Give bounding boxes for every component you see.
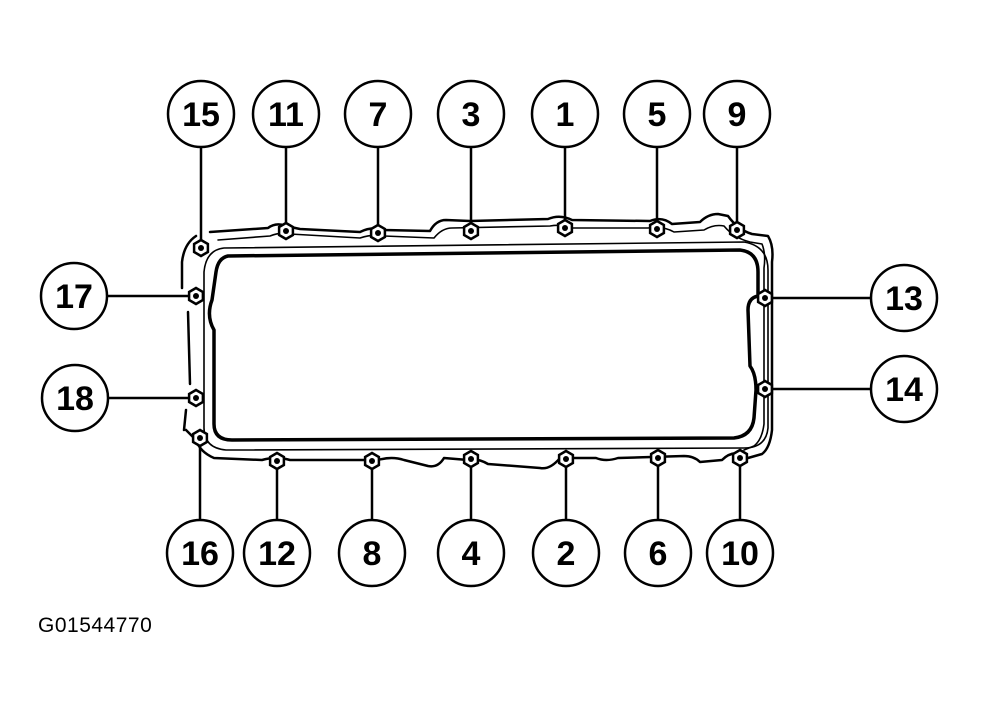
callout-number-14: 14 (885, 371, 923, 409)
callout-number-13: 13 (885, 280, 923, 318)
bolt-center-10 (737, 455, 743, 461)
bolt-center-13 (762, 295, 768, 301)
bolt-center-2 (563, 456, 569, 462)
callout-circle-15 (166, 79, 236, 149)
callout-circle-11 (251, 79, 321, 149)
bolt-center-8 (369, 458, 375, 464)
bolt-center-11 (283, 228, 289, 234)
bolt-center-6 (655, 455, 661, 461)
callout-15: 15 (166, 79, 236, 149)
bolt-center-4 (468, 456, 474, 462)
callout-circle-16 (165, 518, 235, 588)
bolt-center-9 (734, 227, 740, 233)
callout-circle-7 (343, 79, 413, 149)
bolt-holes (187, 218, 774, 471)
callout-number-10: 10 (721, 535, 759, 573)
bolt-center-14 (762, 386, 768, 392)
callout-3: 3 (436, 79, 506, 149)
callout-number-6: 6 (649, 535, 668, 573)
callout-12: 12 (242, 518, 312, 588)
callout-circle-10 (705, 518, 775, 588)
callout-circle-12 (242, 518, 312, 588)
callout-13: 13 (869, 263, 939, 333)
callout-2: 2 (531, 518, 601, 588)
callout-1: 1 (530, 79, 600, 149)
bolt-center-1 (562, 225, 568, 231)
callout-8: 8 (337, 518, 407, 588)
bolt-center-3 (468, 228, 474, 234)
callout-circle-17 (39, 261, 109, 331)
callout-number-3: 3 (462, 96, 481, 134)
callout-circle-3 (436, 79, 506, 149)
callout-circle-13 (869, 263, 939, 333)
callout-7: 7 (343, 79, 413, 149)
callout-circle-6 (623, 518, 693, 588)
bolt-center-7 (375, 230, 381, 236)
callout-number-12: 12 (258, 535, 296, 573)
callout-circle-1 (530, 79, 600, 149)
leader-lines (107, 147, 871, 520)
callout-number-4: 4 (462, 535, 481, 573)
bolt-center-5 (654, 226, 660, 232)
callout-circle-2 (531, 518, 601, 588)
callout-circle-4 (436, 518, 506, 588)
callout-4: 4 (436, 518, 506, 588)
callout-5: 5 (622, 79, 692, 149)
bolt-center-18 (193, 395, 199, 401)
callout-circle-8 (337, 518, 407, 588)
bolt-center-16 (197, 435, 203, 441)
callout-11: 11 (251, 79, 321, 149)
callout-circle-9 (702, 79, 772, 149)
callout-6: 6 (623, 518, 693, 588)
callout-9: 9 (702, 79, 772, 149)
callout-number-5: 5 (648, 96, 667, 134)
callout-number-8: 8 (363, 535, 382, 573)
callout-17: 17 (39, 261, 109, 331)
callout-10: 10 (705, 518, 775, 588)
gasket-outline (180, 212, 774, 470)
callout-number-2: 2 (557, 535, 576, 573)
callout-16: 16 (165, 518, 235, 588)
callout-circle-14 (869, 354, 939, 424)
callout-number-16: 16 (181, 535, 219, 573)
callout-18: 18 (40, 363, 110, 433)
callout-number-7: 7 (369, 96, 388, 134)
callout-number-11: 11 (268, 96, 304, 134)
callout-number-9: 9 (728, 96, 747, 134)
callout-number-17: 17 (55, 278, 93, 316)
bolt-center-17 (193, 293, 199, 299)
callout-number-15: 15 (182, 96, 220, 134)
callout-circle-5 (622, 79, 692, 149)
callout-14: 14 (869, 354, 939, 424)
bolt-center-12 (274, 458, 280, 464)
bolt-center-15 (198, 245, 204, 251)
callout-number-1: 1 (556, 96, 575, 134)
callout-circle-18 (40, 363, 110, 433)
callout-number-18: 18 (56, 380, 94, 418)
figure-id-label: G01544770 (38, 614, 153, 637)
